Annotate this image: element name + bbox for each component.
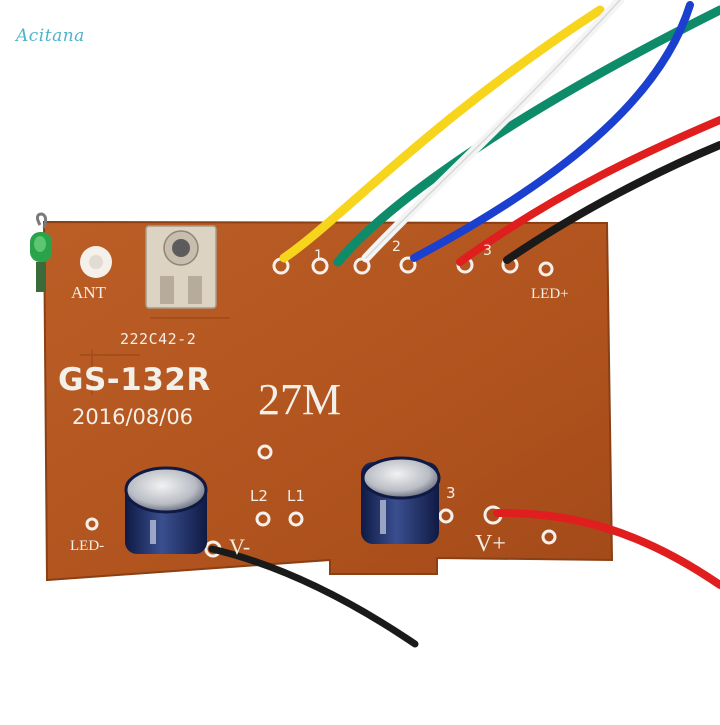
wire-red-bottom [493,508,720,589]
lower-pads [85,444,557,558]
wire-black-bottom [208,545,419,648]
led-minus-label: LED- [70,538,105,554]
pin-3-label: 3 [483,243,492,259]
pin-2-label: 2 [392,239,401,255]
wire-blue [410,1,694,262]
v-minus-label: V- [229,534,251,559]
watermark: Acitana [16,26,85,46]
top-pads [272,256,554,277]
pad-l2-label: L2 [250,487,268,505]
trimmer-coil [145,225,217,309]
pad-l1-label: L1 [287,487,305,505]
part-code: 222C42-2 [120,330,197,348]
led-plus-label: LED+ [531,286,569,302]
v-plus-label: V+ [475,531,506,557]
pin-1-label: 1 [314,248,323,264]
model-label: GS-132R [58,362,211,398]
wire-black-top [503,141,720,264]
pad-c3-label: 3 [446,484,456,502]
antenna-led [30,212,52,292]
wire-white-edge [365,0,621,259]
wire-bundle [208,0,720,648]
frequency-label: 27M [258,375,342,424]
antenna-label: ANT [71,283,106,302]
date-label: 2016/08/06 [72,405,194,429]
wire-yellow [279,5,605,263]
capacitor-right [361,456,441,544]
wire-red-top [456,116,720,266]
capacitor-left [124,466,208,554]
